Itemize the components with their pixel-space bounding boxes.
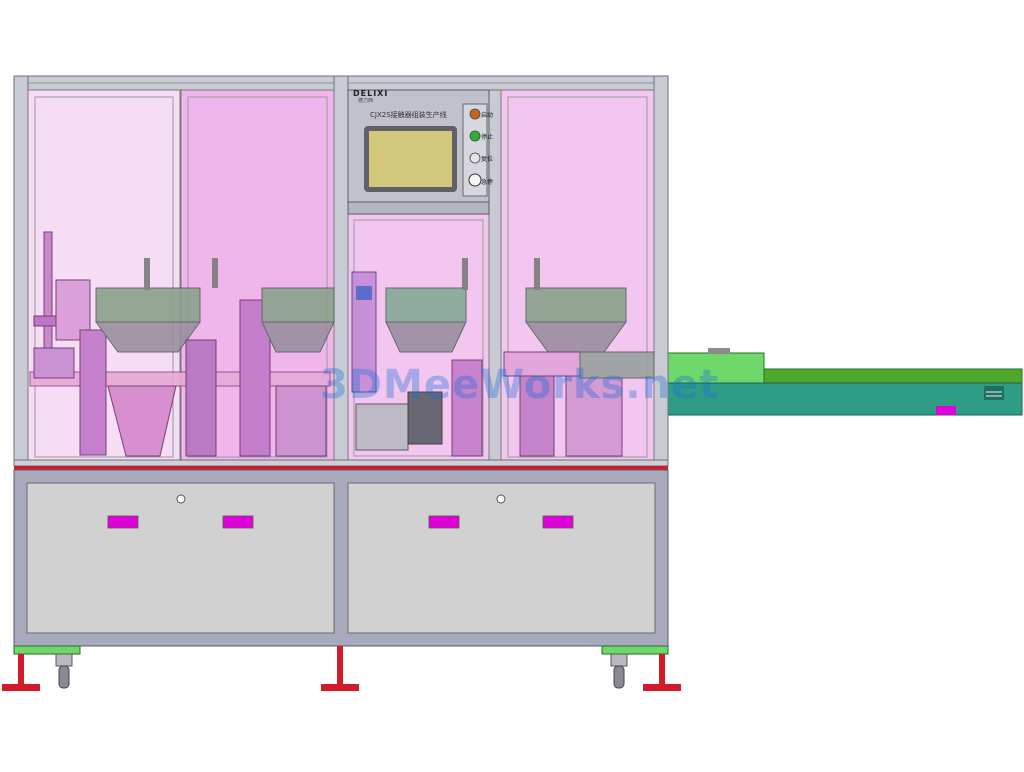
reset-button[interactable] [469, 152, 481, 164]
hmi-screen[interactable] [369, 131, 452, 187]
feeding-station-left [29, 231, 335, 457]
door-handle-4[interactable] [542, 515, 574, 529]
machine-title: CJX2S接触器组装生产线 [370, 111, 447, 119]
door-handle-3[interactable] [428, 515, 460, 529]
red-stripe [14, 466, 668, 470]
cabinet-base [13, 469, 669, 647]
start-button-label: 启动 [481, 112, 494, 119]
work-table-plate [13, 459, 669, 467]
assembly-station-center [351, 258, 483, 457]
control-panel [347, 89, 490, 215]
door-lock-right[interactable] [496, 494, 506, 504]
start-button[interactable] [469, 108, 481, 120]
emergency-stop-label: 急停 [481, 179, 494, 186]
caster-left [55, 653, 73, 667]
output-conveyor [667, 348, 1023, 416]
conveyor-label-tag [936, 406, 956, 415]
feeding-station-right [503, 258, 655, 457]
watermark: 3DMeeWorks.net [320, 362, 720, 408]
reset-button-label: 复位 [481, 156, 494, 163]
emergency-stop-button[interactable] [468, 173, 482, 187]
caster-right [610, 653, 628, 667]
brand-sub-text: 德力西 [358, 98, 374, 104]
feet [2, 645, 681, 691]
brand-logo-text: DELIXI [353, 89, 389, 98]
stop-button[interactable] [469, 130, 481, 142]
stop-button-label: 停止 [481, 134, 494, 141]
door-handle-2[interactable] [222, 515, 254, 529]
cabinet-door-left[interactable] [26, 482, 335, 634]
cabinet-door-right[interactable] [347, 482, 656, 634]
door-handle-1[interactable] [107, 515, 139, 529]
door-lock-left[interactable] [176, 494, 186, 504]
